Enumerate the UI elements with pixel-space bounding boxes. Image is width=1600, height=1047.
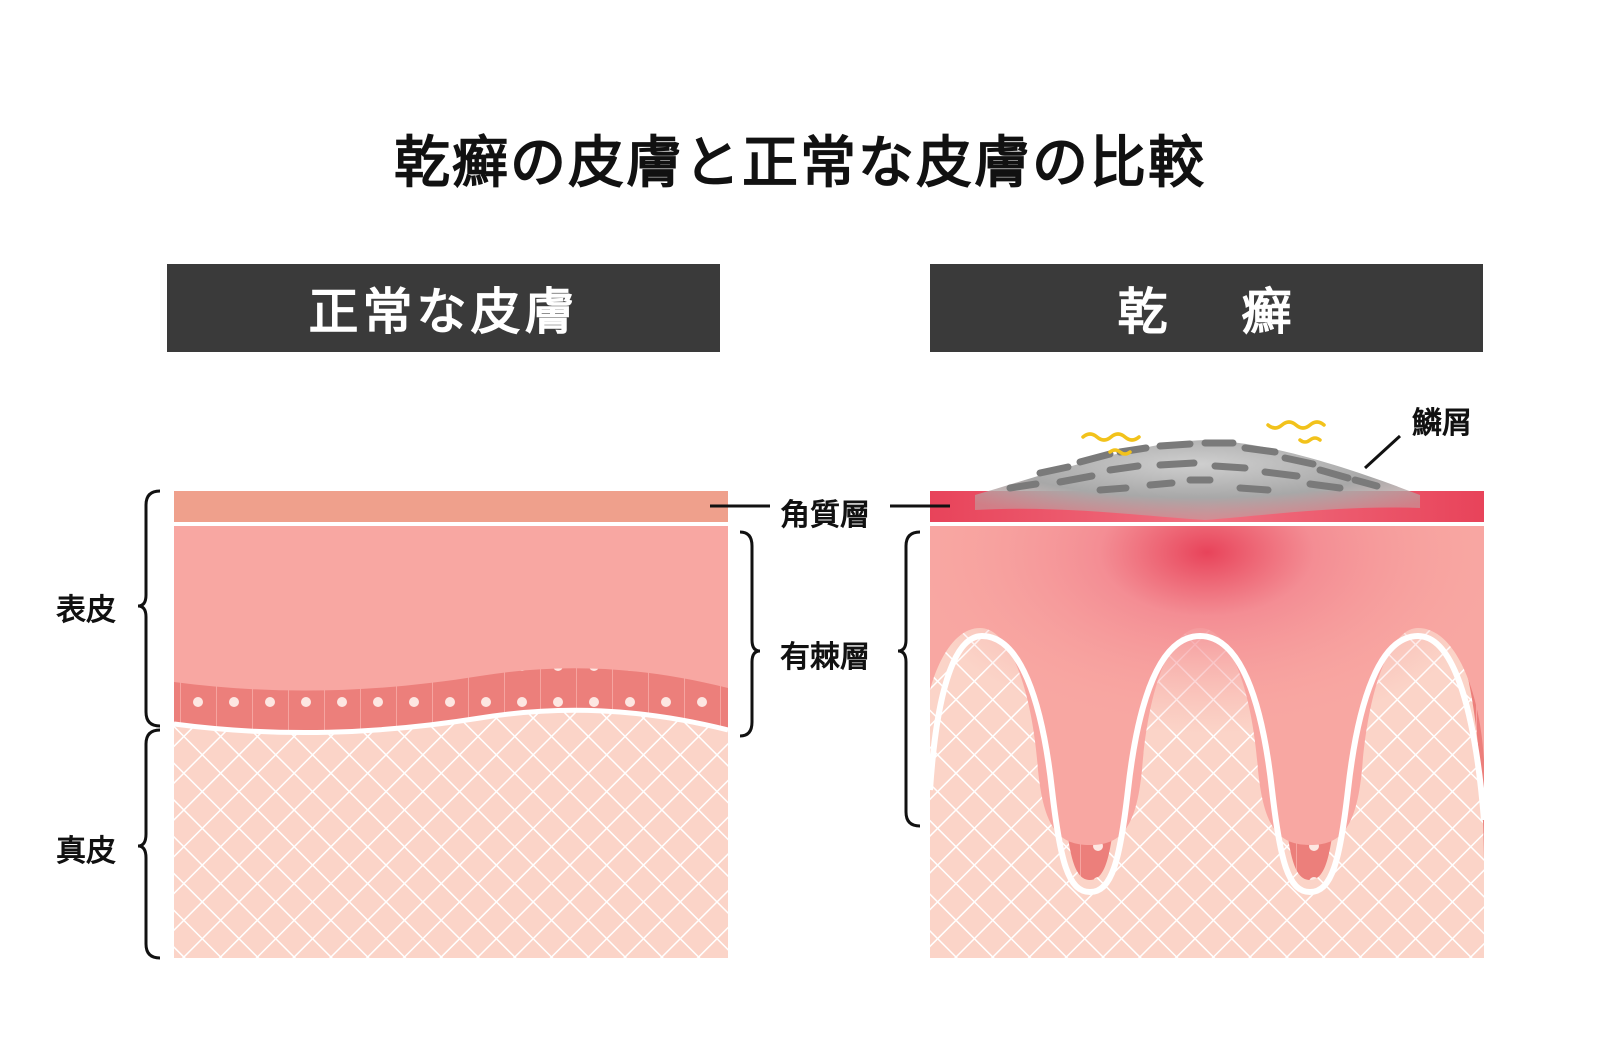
normal-stratum-corneum — [174, 491, 728, 522]
label-scales: 鱗屑 — [1412, 406, 1472, 441]
normal-spinous-layer — [174, 526, 728, 691]
inflammation-glow — [930, 526, 1484, 856]
panel-header-normal-label: 正常な皮膚 — [308, 283, 579, 341]
epidermis-brace — [137, 489, 161, 728]
normal-basal-boundary — [174, 707, 728, 736]
psoriasis-basal-boundary — [930, 632, 1484, 896]
psoriasis-skin-section — [930, 420, 1484, 958]
spinous-brace-left — [739, 530, 761, 738]
panel-header-psoriasis: 乾癬 — [930, 264, 1483, 352]
annotation-lines — [137, 434, 1402, 960]
scale-leader — [1363, 434, 1402, 470]
label-dermis: 真皮 — [56, 834, 116, 869]
panel-header-psoriasis-char1: 乾 — [1117, 283, 1172, 341]
normal-skin-section — [174, 491, 728, 958]
itch-marks — [1081, 420, 1326, 456]
label-spinous-layer: 有棘層 — [780, 640, 870, 675]
label-epidermis: 表皮 — [56, 593, 116, 628]
spinous-brace-right — [897, 530, 921, 828]
page-title: 乾癬の皮膚と正常な皮膚の比較 — [394, 131, 1206, 196]
panel-header-psoriasis-char2: 癬 — [1241, 283, 1296, 341]
label-stratum-corneum: 角質層 — [780, 498, 870, 533]
dermis-brace — [137, 728, 161, 960]
psoriasis-scale-flakes — [1006, 439, 1381, 494]
panel-header-normal: 正常な皮膚 — [167, 264, 720, 352]
